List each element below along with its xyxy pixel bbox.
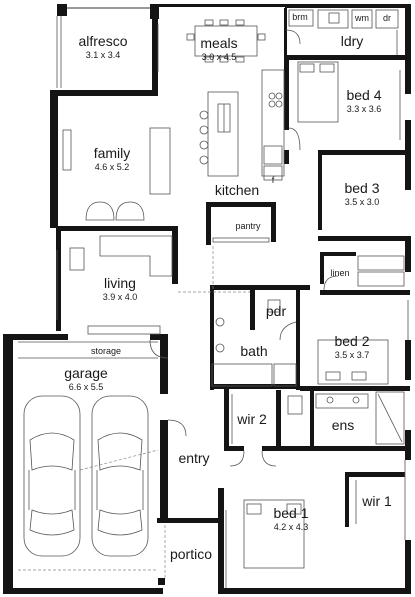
- bed2-size: 3.5 x 3.7: [335, 350, 370, 360]
- fridge-label: f: [272, 175, 275, 185]
- meals-name: meals: [200, 35, 237, 51]
- garage-name: garage: [64, 365, 108, 381]
- garage-size: 6.6 x 5.5: [69, 382, 104, 392]
- meals-size: 3.0 x 4.5: [202, 52, 237, 62]
- portico-name: portico: [170, 546, 212, 562]
- bed4-size: 3.3 x 3.6: [347, 104, 382, 114]
- bed1-name: bed 1: [273, 505, 308, 521]
- brm-name: brm: [292, 12, 308, 22]
- garage-cars: [23, 395, 149, 557]
- bed3-size: 3.5 x 3.0: [345, 197, 380, 207]
- alfresco-name: alfresco: [78, 33, 127, 49]
- alfresco-size: 3.1 x 3.4: [86, 50, 121, 60]
- car-left: [23, 395, 81, 557]
- kitchen-name: kitchen: [215, 182, 259, 198]
- family-name: family: [94, 145, 131, 161]
- family-size: 4.6 x 5.2: [95, 162, 130, 172]
- wir2-name: wir 2: [236, 411, 267, 427]
- bed2-name: bed 2: [334, 333, 369, 349]
- storage-name: storage: [91, 346, 121, 356]
- bed1-size: 4.2 x 4.3: [274, 522, 309, 532]
- linen-name: linen: [330, 268, 349, 278]
- living-name: living: [104, 275, 136, 291]
- car-right: [91, 395, 149, 557]
- living-size: 3.9 x 4.0: [103, 292, 138, 302]
- wir1-name: wir 1: [361, 493, 392, 509]
- ens-name: ens: [332, 417, 355, 433]
- pdr-name: pdr: [266, 303, 287, 319]
- room-labels: alfresco 3.1 x 3.4 meals 3.0 x 4.5 brm w…: [64, 12, 392, 562]
- wm-name: wm: [354, 13, 369, 23]
- walls: [3, 4, 411, 594]
- bed3-name: bed 3: [344, 180, 379, 196]
- bed4-name: bed 4: [346, 87, 381, 103]
- fixtures: [18, 7, 409, 588]
- ldry-name: ldry: [341, 33, 364, 49]
- entry-name: entry: [178, 450, 209, 466]
- bath-name: bath: [240, 343, 267, 359]
- pantry-name: pantry: [235, 221, 261, 231]
- dr-name: dr: [383, 13, 391, 23]
